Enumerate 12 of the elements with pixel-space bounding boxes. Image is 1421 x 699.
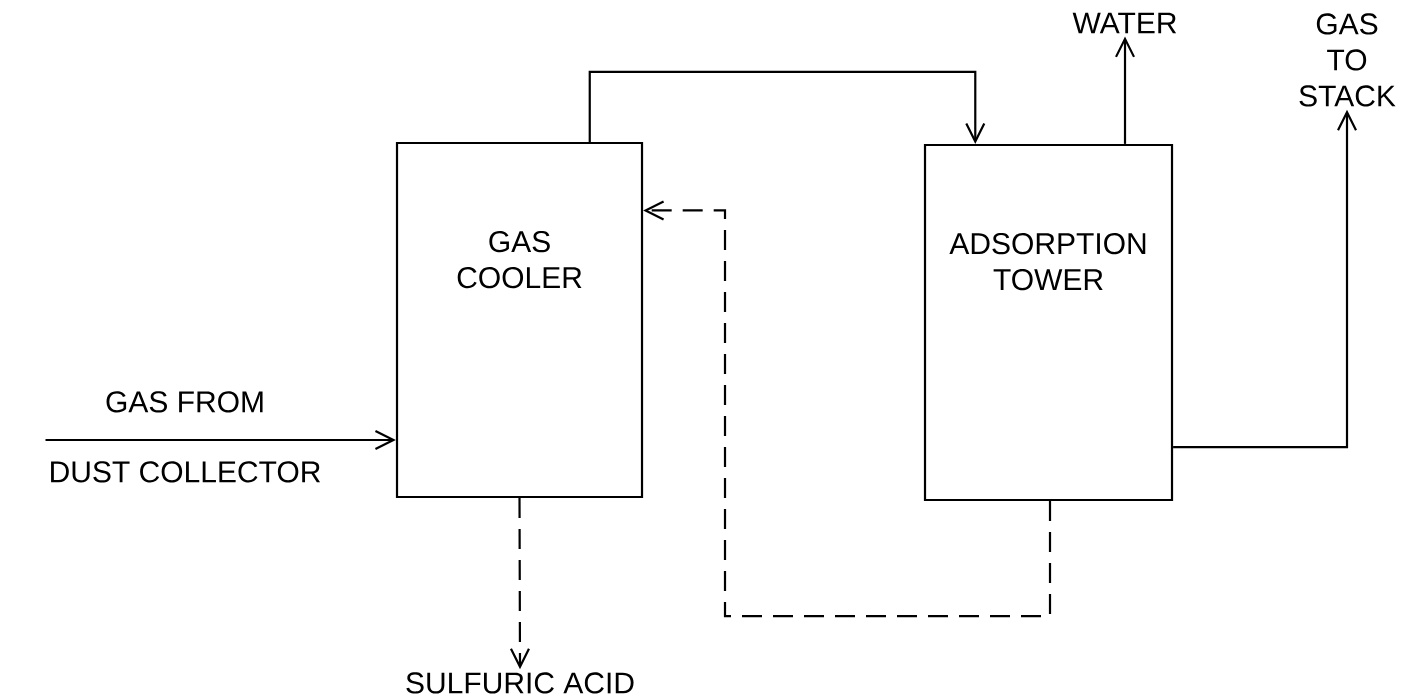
stream-label: GAS FROM DUST COLLECTOR xyxy=(51,391,321,483)
flow-arrow xyxy=(643,200,1052,618)
stream-label: SULFURIC ACID xyxy=(406,672,634,694)
flow-arrow xyxy=(1115,36,1135,144)
flow-arrow xyxy=(45,430,396,450)
process-box: ADSORPTION TOWER xyxy=(923,143,1174,502)
stream-label: WATER xyxy=(1072,12,1177,34)
process-box: GAS COOLER xyxy=(395,141,644,499)
flow-arrow xyxy=(588,70,986,144)
flow-arrow xyxy=(509,498,530,670)
flow-arrow xyxy=(1173,109,1357,449)
stream-label: GAS TO STACK xyxy=(1299,13,1396,107)
